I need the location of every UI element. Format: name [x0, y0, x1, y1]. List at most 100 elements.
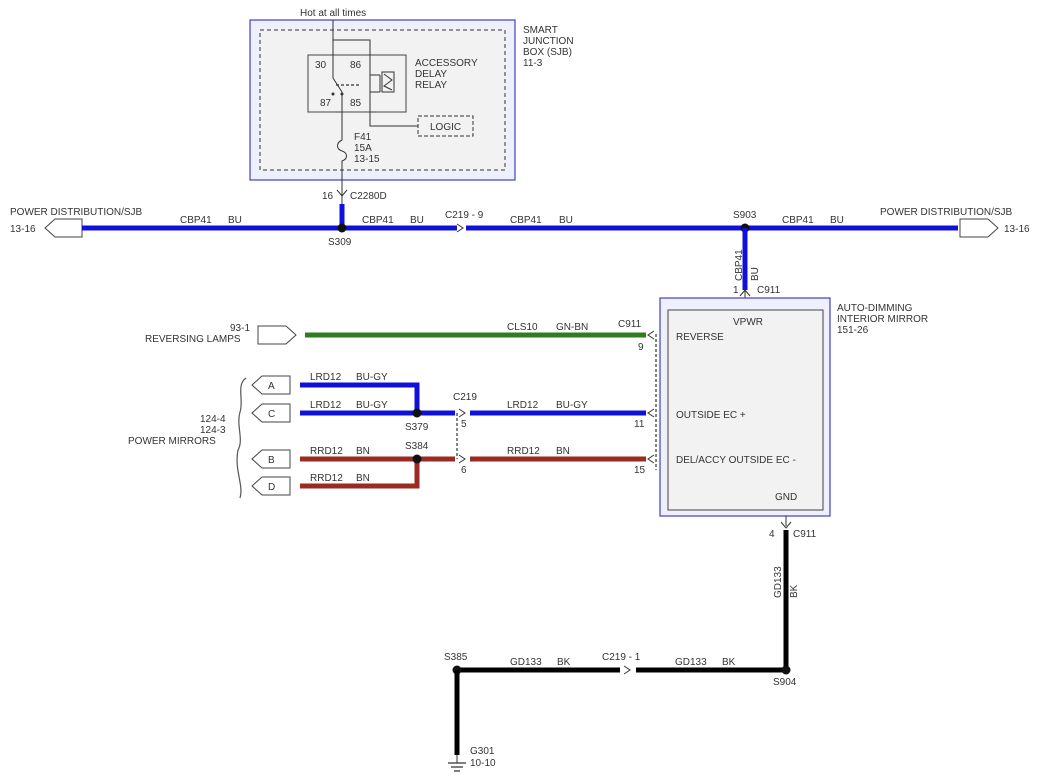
pin-87-dot: [331, 92, 335, 96]
splice-s904: [781, 665, 791, 675]
mirror-title-3: 151-26: [837, 325, 869, 336]
c911-pin11-arrow-icon: [647, 408, 655, 418]
c-color: BU-GY: [356, 400, 388, 411]
s385-label: S385: [444, 652, 468, 663]
c219-1-arrow-icon: [623, 665, 631, 675]
conn-b-label: B: [268, 455, 275, 466]
logic-link: [369, 95, 418, 127]
seg4-color: BU: [830, 215, 844, 226]
c219-label: C219: [453, 392, 477, 403]
gd133-h1-color: BK: [557, 657, 571, 668]
c2280d-label: C2280D: [350, 191, 387, 202]
conn-c-icon: [251, 403, 291, 423]
power-mirrors-ref-2: 124-3: [200, 425, 226, 436]
c-circuit: LRD12: [310, 400, 342, 411]
ec-circuit: LRD12: [507, 400, 539, 411]
fuse-icon: [337, 112, 347, 180]
relay-coil-icon: [381, 71, 395, 93]
ec-color: BU-GY: [556, 400, 588, 411]
mirror-vpwr: VPWR: [733, 317, 763, 328]
vert-color: BU: [750, 267, 761, 281]
logic-label: LOGIC: [430, 122, 461, 133]
fuse-line-2: 15A: [354, 143, 372, 154]
conn-d-label: D: [268, 482, 275, 493]
b-color: BN: [356, 446, 370, 457]
sjb-title-line-1: SMART: [523, 25, 558, 36]
pin-16-label: 16: [322, 191, 334, 202]
power-dist-right-ref: 13-16: [1004, 224, 1030, 235]
c219-1-label: C219 - 1: [602, 652, 641, 663]
cls10-color: GN-BN: [556, 322, 588, 333]
hot-at-all-times-label: Hot at all times: [300, 8, 366, 19]
b-circuit: RRD12: [310, 446, 343, 457]
c911-pin1-label: 1: [733, 285, 739, 296]
d-circuit: RRD12: [310, 473, 343, 484]
fuse-line-3: 13-15: [354, 154, 380, 165]
mirror-title-2: INTERIOR MIRROR: [837, 314, 928, 325]
c219-pin5-arrow-icon: [458, 408, 466, 418]
wire-rrd12-d: [300, 459, 420, 489]
pin-85-label: 85: [350, 98, 362, 109]
c911-pin11-label: 11: [634, 419, 645, 430]
vert-circuit: CBP41: [734, 249, 745, 281]
a-circuit: LRD12: [310, 372, 342, 383]
power-dist-right-connector-icon: [959, 218, 999, 238]
power-distribution-right: POWER DISTRIBUTION/SJB 13-16: [880, 207, 1030, 238]
c219-pin6-label: 6: [461, 465, 467, 476]
c911-pin9-label: 9: [638, 342, 644, 353]
c911-pin9-conn: C911: [618, 319, 642, 330]
conn-b-icon: [251, 449, 291, 469]
ground-icon: [448, 755, 466, 772]
g301-ref: 10-10: [470, 758, 496, 769]
pin-30-label: 30: [315, 60, 327, 71]
sjb-title-line-4: 11-3: [523, 58, 543, 69]
pin-87-label: 87: [320, 98, 332, 109]
conn-c-label: C: [268, 409, 275, 420]
c911-pin1-arrow-icon: [739, 289, 751, 297]
smart-junction-box: SMART JUNCTION BOX (SJB) 11-3 Hot at all…: [249, 8, 574, 181]
gd133-h2-circuit: GD133: [675, 657, 707, 668]
seg4-circuit: CBP41: [782, 215, 814, 226]
pin-85-dot: [340, 92, 344, 96]
g301-label: G301: [470, 746, 495, 757]
power-dist-left-ref: 13-16: [10, 224, 36, 235]
c911-pin9-arrow-icon: [647, 330, 655, 340]
gd133-vert-color: BK: [789, 584, 800, 598]
relay-coil-leads: [370, 74, 381, 93]
c911-top-label: C911: [757, 285, 781, 296]
wire-lrd12-a: [300, 382, 420, 413]
seg3-circuit: CBP41: [510, 215, 542, 226]
s903-label: S903: [733, 210, 757, 221]
splice-s309: [337, 223, 347, 233]
seg3-color: BU: [559, 215, 573, 226]
power-dist-left-label: POWER DISTRIBUTION/SJB: [10, 207, 143, 218]
seg2-circuit: CBP41: [362, 215, 394, 226]
gd133-vert-circuit: GD133: [773, 566, 784, 598]
sjb-title-line-2: JUNCTION: [523, 36, 574, 47]
power-mirrors-ref-1: 124-4: [200, 414, 226, 425]
relay-line-1: ACCESSORY: [415, 58, 478, 69]
seg1-color: BU: [228, 215, 242, 226]
c219-9-arrow-icon: [456, 223, 464, 233]
gd133-h1-circuit: GD133: [510, 657, 542, 668]
s379-label: S379: [405, 422, 429, 433]
cls10-circuit: CLS10: [507, 322, 538, 333]
reversing-label: REVERSING LAMPS: [145, 334, 241, 345]
conn-a-icon: [251, 375, 291, 395]
s309-label: S309: [328, 237, 352, 248]
d-color: BN: [356, 473, 370, 484]
seg2-color: BU: [410, 215, 424, 226]
c911-bottom-label: C911: [793, 529, 817, 540]
reversing-connector-icon: [257, 325, 297, 345]
c911-pin4-arrow-icon: [780, 521, 792, 529]
logic-box: [417, 115, 474, 137]
power-mirrors-label: POWER MIRRORS: [128, 436, 216, 447]
splice-s379: [412, 408, 422, 418]
relay-line-3: RELAY: [415, 80, 447, 91]
s904-label: S904: [773, 677, 797, 688]
mirror-module-box: [667, 309, 824, 511]
c219-pin6-arrow-icon: [458, 454, 466, 464]
mirror-outside-ec: OUTSIDE EC +: [676, 410, 746, 421]
del-color: BN: [556, 446, 570, 457]
